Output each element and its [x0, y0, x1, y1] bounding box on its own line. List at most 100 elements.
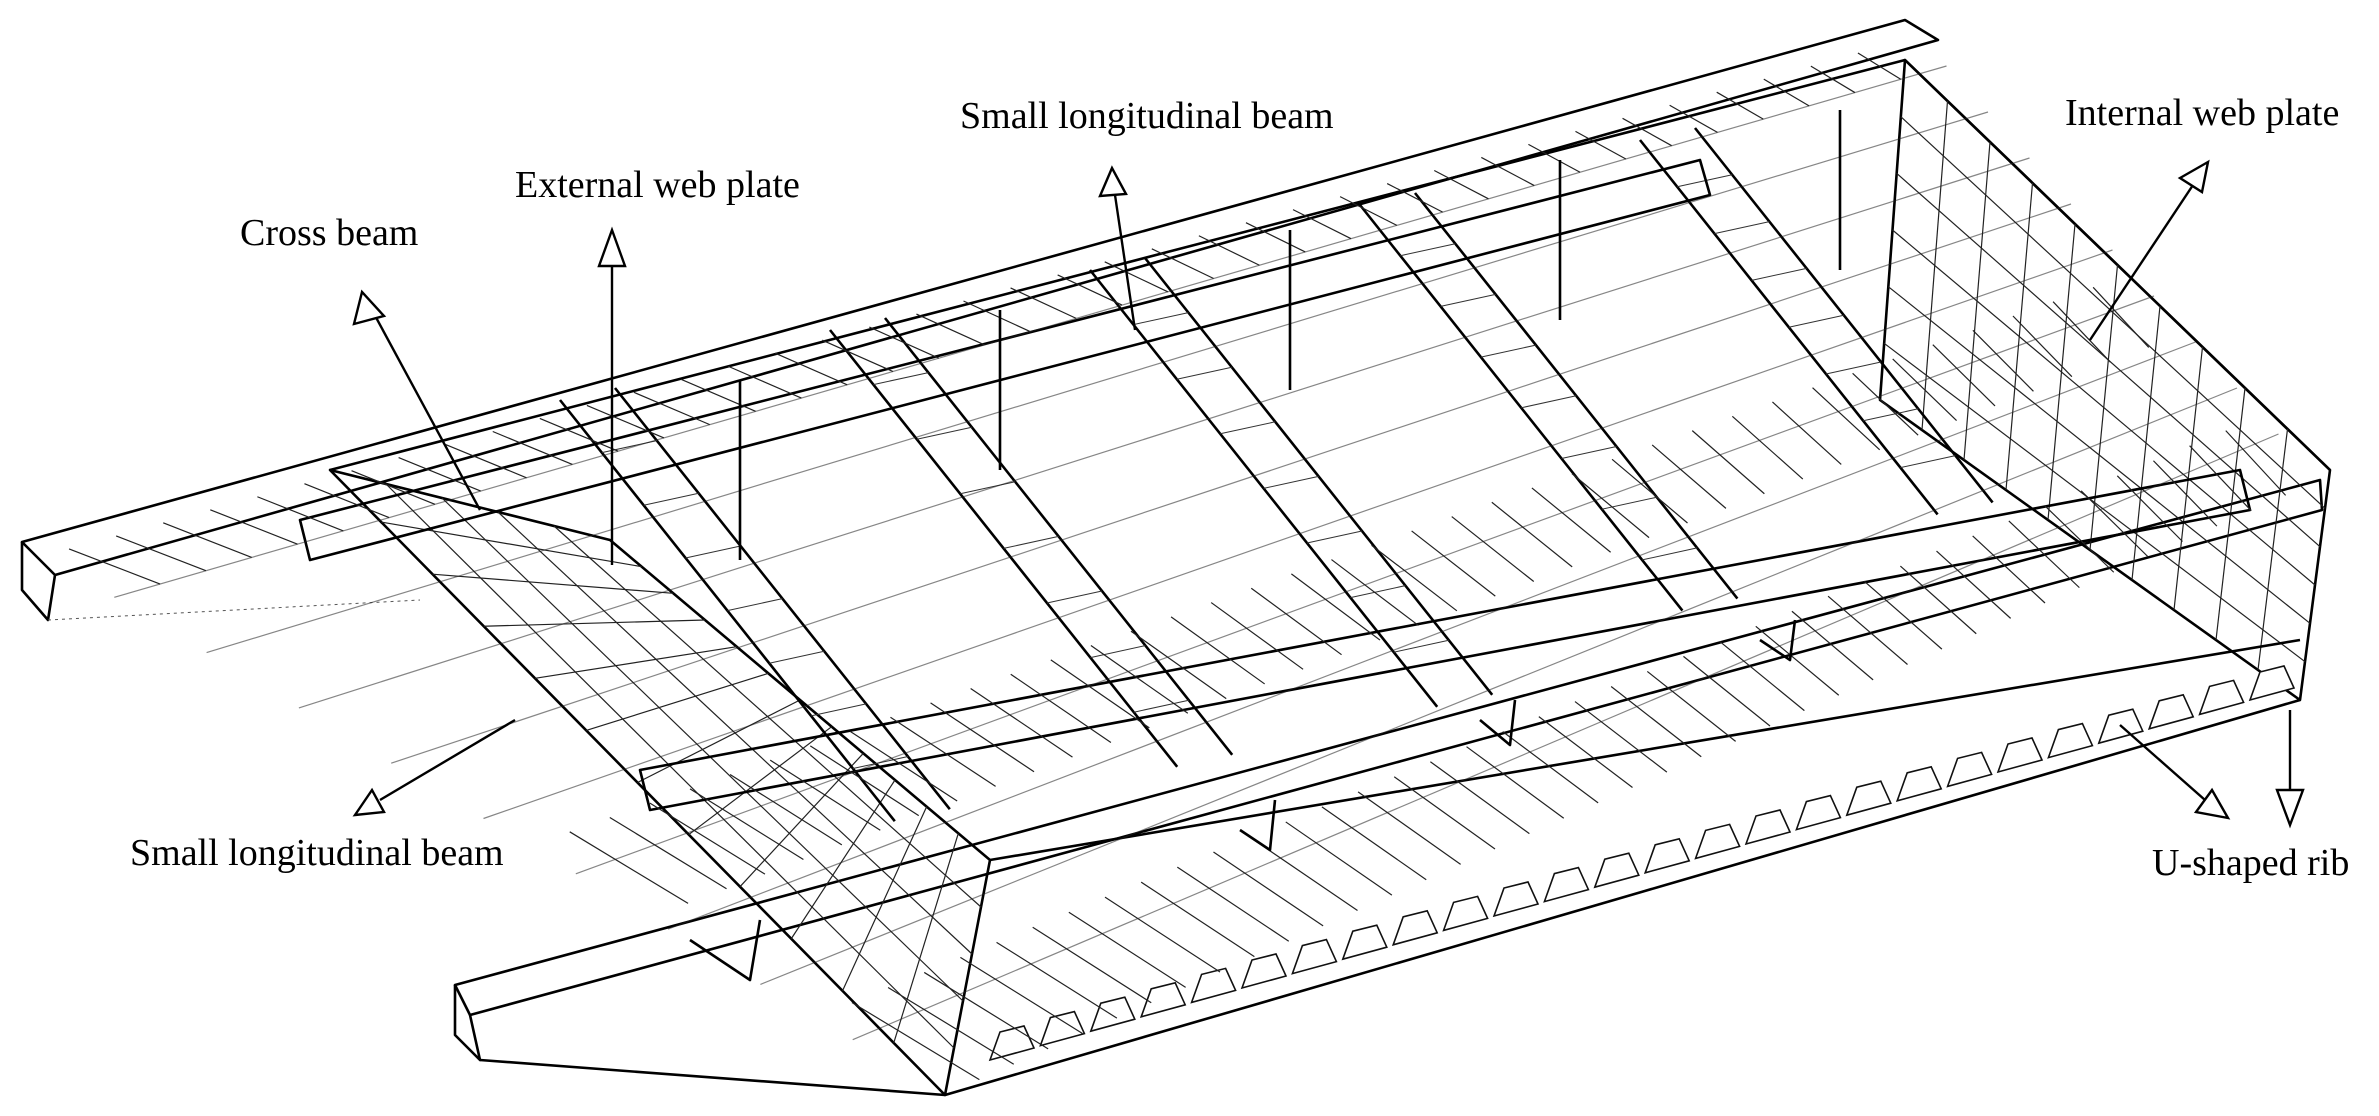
u-shaped-rib: [1190, 967, 1237, 1004]
u-shaped-rib: [1593, 852, 1640, 889]
annotations: Cross beam External web plate Small long…: [130, 92, 2349, 884]
arrow-cross-beam: [352, 289, 482, 511]
mesh-line: [850, 731, 958, 802]
mesh-line: [609, 816, 727, 890]
label-small-longitudinal-beam-bottom: Small longitudinal beam: [130, 832, 504, 874]
cross-beam-mesh: [685, 545, 741, 559]
arrow-external-web-plate: [597, 226, 627, 565]
mesh-line: [1213, 851, 1324, 927]
mesh-line: [996, 941, 1118, 1019]
cross-beam-mesh: [1825, 361, 1882, 375]
cross-beam-mesh: [1133, 699, 1189, 713]
mesh-line: [1032, 926, 1152, 1004]
mesh-line: [1198, 235, 1260, 266]
mesh-line: [1291, 573, 1381, 641]
cross-beam-mesh: [1641, 547, 1698, 561]
mesh-line: [1932, 344, 1996, 407]
mesh-line: [2092, 286, 2150, 348]
mesh-line: [206, 111, 1989, 654]
mesh-line: [637, 699, 801, 784]
u-shaped-rib: [1240, 953, 1288, 990]
deck-mesh: [68, 52, 2287, 1081]
cross-beam-mesh: [1788, 314, 1844, 328]
external-web-plate: [328, 468, 992, 1097]
mesh-line: [970, 688, 1073, 758]
u-shaped-rib: [2248, 665, 2296, 702]
mesh-line: [2153, 460, 2218, 527]
mesh-line: [2008, 520, 2080, 589]
cross-beam-mesh: [727, 598, 783, 612]
mesh-line: [729, 773, 843, 846]
cross-beam-mesh: [769, 650, 825, 664]
mesh-line: [586, 404, 665, 439]
mesh-line: [432, 573, 674, 594]
u-shaped-rib: [1442, 895, 1489, 932]
left-cantilever-deck: [20, 18, 1940, 622]
mesh-line: [1292, 209, 1352, 240]
vertical-stiffeners: [689, 110, 1842, 982]
mesh-line: [1863, 580, 1943, 650]
mesh-line: [1170, 616, 1266, 685]
mesh-line: [689, 788, 804, 861]
mesh-line: [575, 295, 2155, 875]
u-shaped-rib: [1391, 909, 1439, 946]
mesh-line: [1772, 401, 1842, 465]
mesh-line: [1622, 117, 1672, 147]
mesh-line: [760, 387, 2238, 985]
mesh-line: [1285, 821, 1393, 896]
mesh-line: [68, 548, 161, 585]
cross-beam-mesh: [1714, 221, 1770, 235]
mesh-line: [1827, 595, 1908, 665]
steel-box-girder-model: [20, 18, 2332, 1097]
mesh-line: [1481, 156, 1535, 187]
mesh-line: [2044, 505, 2115, 573]
cross-beam-mesh: [1306, 530, 1363, 544]
mesh-line: [1057, 274, 1123, 306]
mesh-line: [1892, 358, 1957, 422]
cross-beam-mesh: [1480, 344, 1537, 358]
mesh-line: [1010, 673, 1112, 743]
mesh-line: [1716, 91, 1764, 120]
mesh-line: [822, 339, 894, 373]
mesh-line: [1857, 52, 1902, 80]
cross-beam-mesh: [1003, 535, 1059, 549]
mesh-line: [257, 496, 344, 532]
mesh-line: [1331, 559, 1419, 626]
mesh-line: [1104, 896, 1221, 973]
mesh-line: [890, 716, 996, 787]
mesh-line: [633, 391, 711, 426]
mesh-line: [1887, 286, 2311, 624]
mesh-line: [1151, 248, 1214, 280]
mesh-line: [1130, 630, 1227, 700]
mesh-line: [1731, 415, 1804, 480]
mesh-line: [1651, 444, 1727, 509]
mesh-line: [2225, 430, 2287, 496]
cross-beam-mesh: [1601, 496, 1657, 510]
mesh-line: [483, 619, 706, 627]
mesh-line: [1528, 143, 1581, 173]
mesh-line: [727, 365, 802, 399]
mesh-line: [1691, 430, 1765, 495]
mesh-line: [852, 433, 2279, 1041]
mesh-line: [114, 65, 1947, 598]
cross-beam-mesh: [873, 372, 929, 386]
mesh-line: [534, 646, 737, 679]
mesh-line: [2116, 475, 2183, 542]
cross-beam-mesh: [1090, 645, 1146, 659]
u-shaped-rib: [1694, 823, 1741, 860]
cross-beam-mesh: [643, 492, 699, 506]
mesh-line: [1502, 731, 1599, 804]
u-shaped-rib: [988, 1025, 1036, 1062]
mesh-line: [1610, 686, 1702, 758]
mesh-line: [1719, 640, 1805, 712]
u-shaped-rib: [1795, 794, 1842, 831]
cross-beam-mesh: [1393, 639, 1449, 653]
mesh-line: [351, 470, 436, 505]
mesh-line: [1852, 372, 1919, 436]
mesh-line: [1574, 701, 1668, 773]
mesh-line: [1104, 261, 1169, 293]
mesh-line: [1357, 791, 1461, 865]
mesh-line: [649, 802, 766, 875]
cross-beam-mesh: [1046, 590, 1103, 604]
